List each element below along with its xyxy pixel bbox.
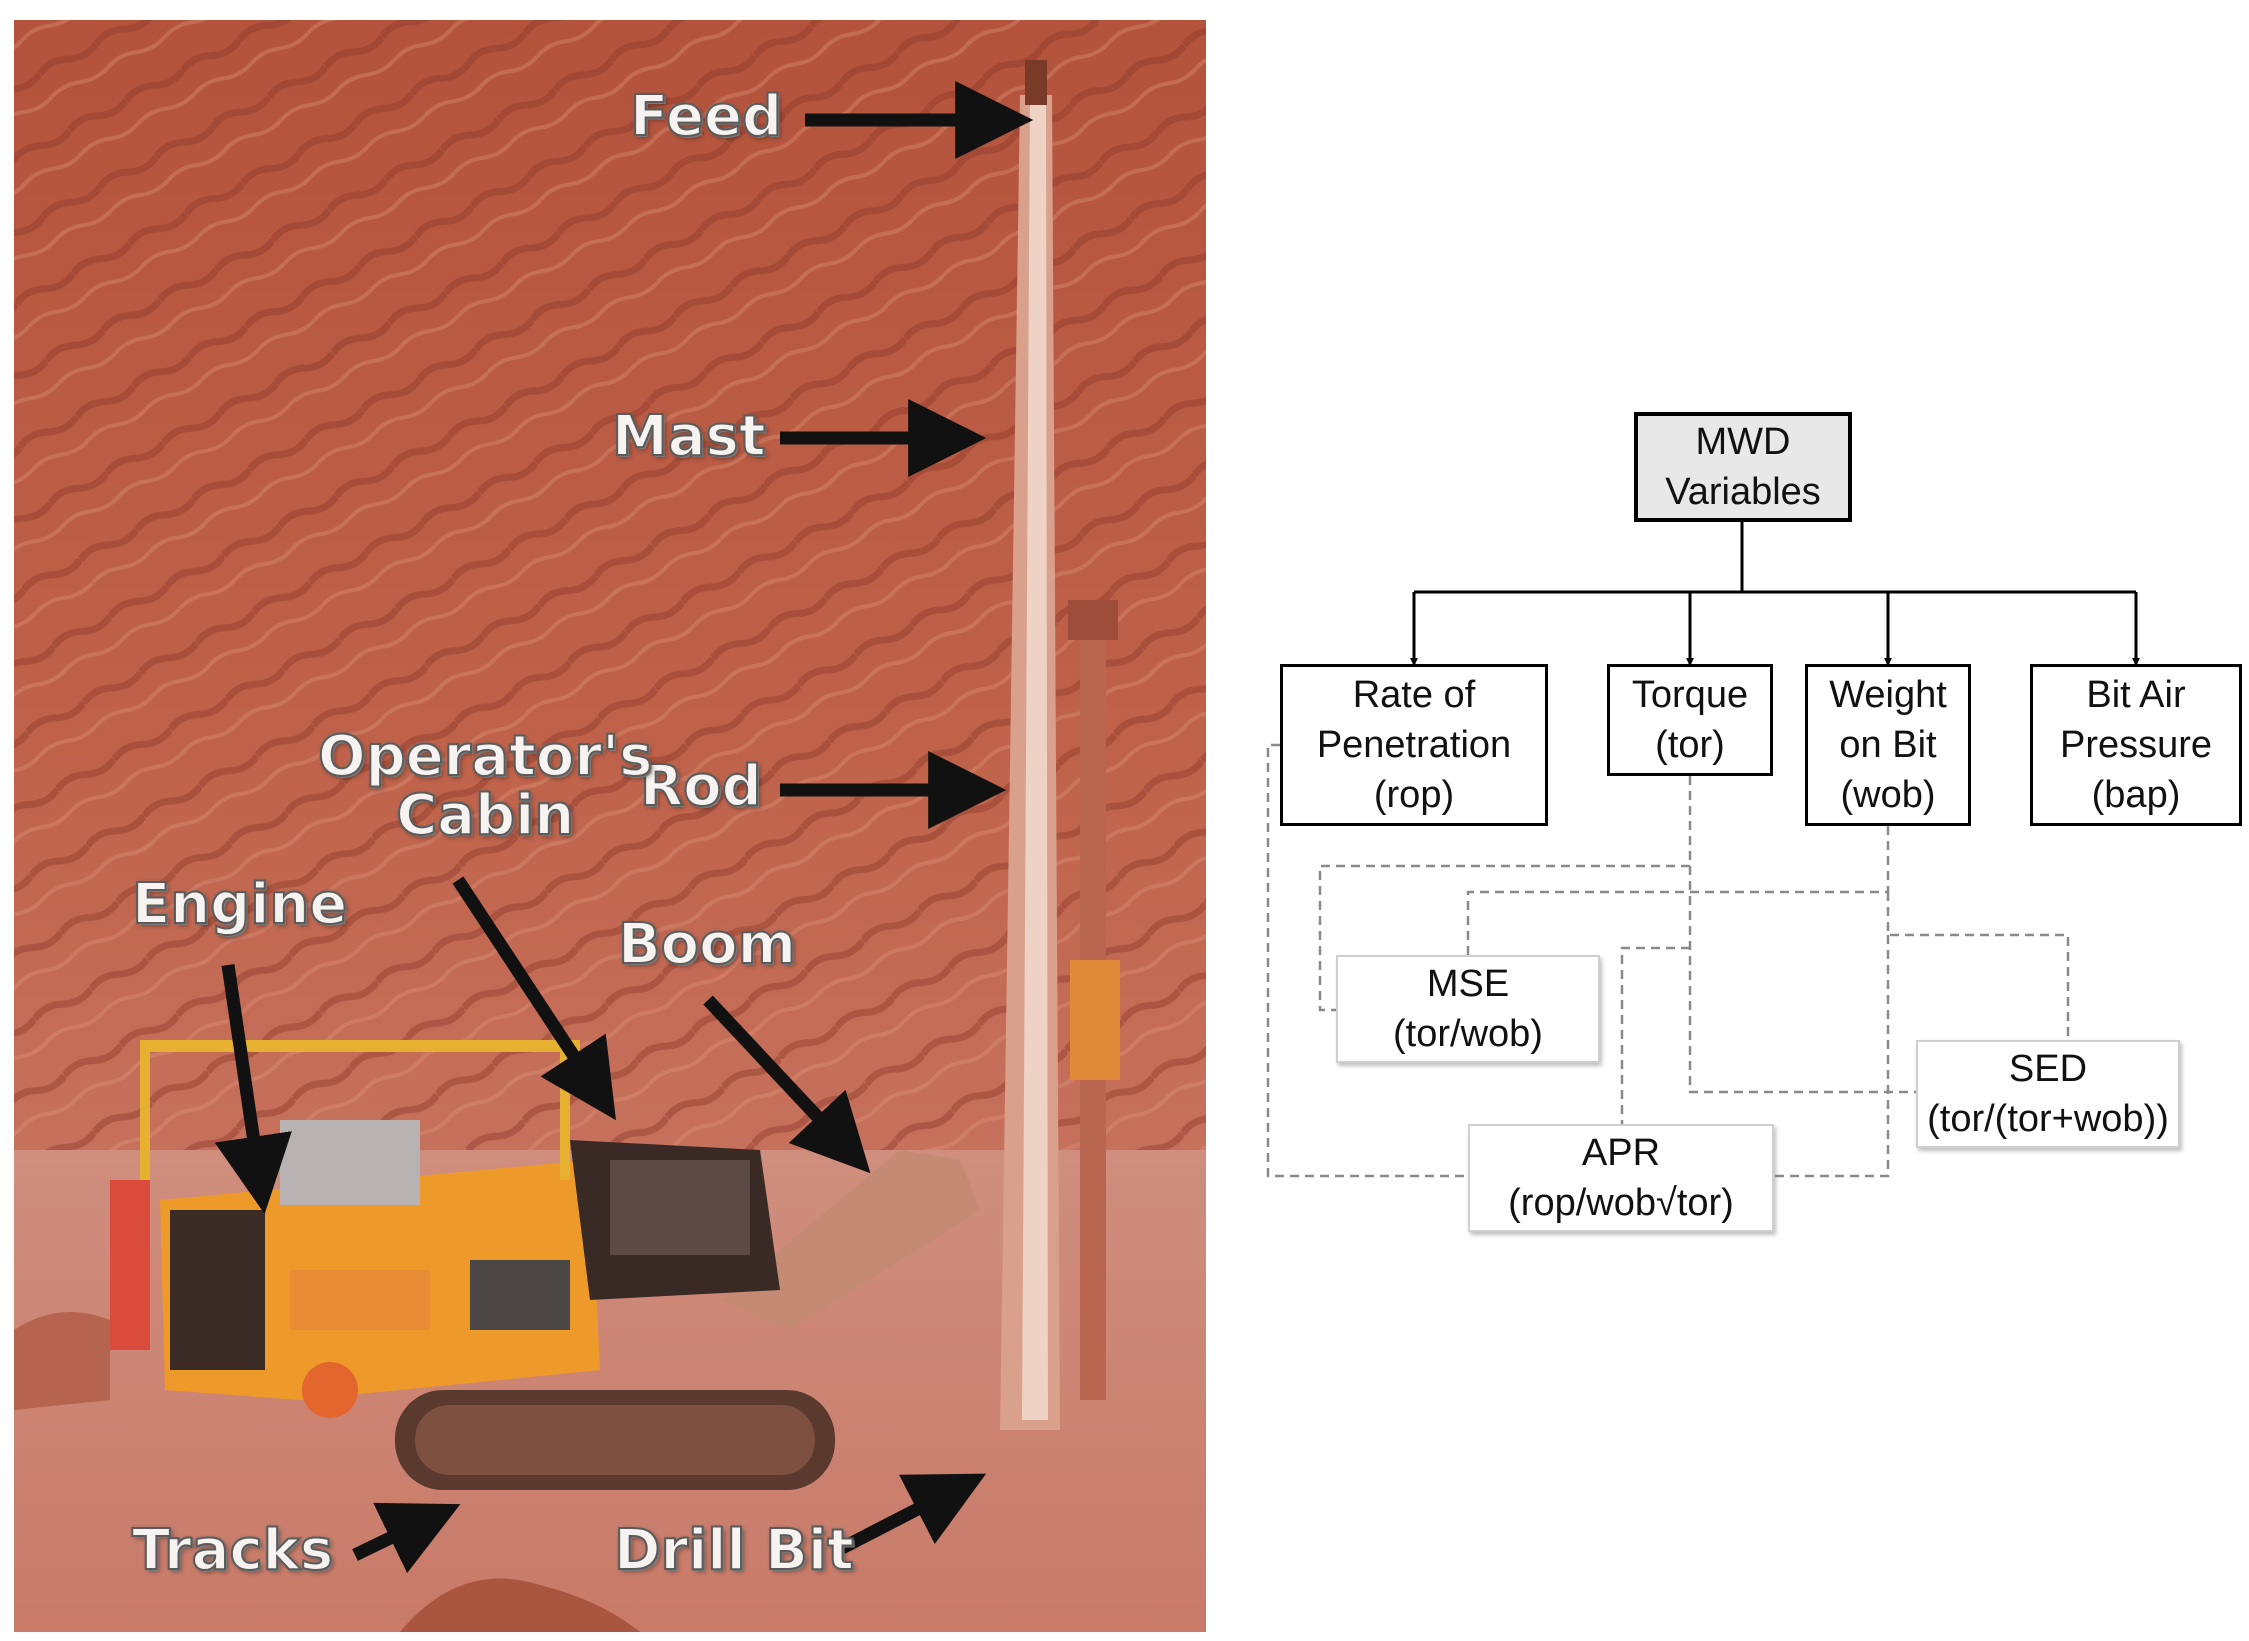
rate-of-penetration-node: Rate of Penetration (rop) [1280, 664, 1548, 826]
sed-line1: SED [2008, 1048, 2088, 1090]
torque-line1: Torque [1631, 674, 1749, 716]
rig-body [110, 1040, 780, 1418]
mwd-variables-line1: MWD [1695, 421, 1791, 463]
sed-node: SED (tor/(tor+wob)) [1916, 1040, 2180, 1148]
mast-label: Mast [611, 404, 767, 469]
bap-line1: Bit Air [2086, 674, 2186, 716]
apr-node: APR (rop/wob√tor) [1468, 1124, 1774, 1232]
operator-cabin-label: Operator's Cabin [317, 724, 653, 848]
apr-line1: APR [1581, 1132, 1661, 1174]
bit-air-pressure-node: Bit Air Pressure (bap) [2030, 664, 2242, 826]
tracks-label: Tracks [131, 1518, 334, 1583]
derivation-lines [1266, 743, 2070, 1178]
tree-lines [1410, 522, 2140, 666]
drill-rig-photo [14, 20, 1206, 1632]
operator-cabin-label-line1: Operator's [317, 724, 653, 789]
photo-arrows [214, 81, 1034, 1574]
boom-label: Boom [617, 912, 797, 977]
rock-pile [400, 1578, 640, 1632]
apr-line2: (rop/wob√tor) [1508, 1182, 1734, 1224]
sed-line2: (tor/(tor+wob)) [1927, 1098, 2169, 1140]
mwd-variables-node: MWD Variables [1634, 412, 1852, 522]
feed-label: Feed [629, 84, 783, 149]
rock-pile-2 [14, 1312, 110, 1410]
rod-label: Rod [639, 754, 763, 819]
wob-line3: (wob) [1840, 774, 1936, 816]
tracks [395, 1390, 835, 1490]
bap-line2: Pressure [2059, 724, 2213, 766]
wob-line2: on Bit [1839, 724, 1937, 766]
mse-line2: (tor/wob) [1393, 1013, 1543, 1055]
engine-label: Engine [131, 872, 348, 937]
torque-node: Torque (tor) [1607, 664, 1773, 776]
bap-line3: (bap) [2091, 774, 2181, 816]
boom [720, 1150, 980, 1330]
mse-line1: MSE [1426, 963, 1510, 1005]
wob-line1: Weight [1829, 674, 1947, 716]
rop-line1: Rate of [1352, 674, 1476, 716]
operator-cabin-label-line2: Cabin [395, 782, 575, 848]
weight-on-bit-node: Weight on Bit (wob) [1805, 664, 1971, 826]
torque-line2: (tor) [1655, 724, 1725, 766]
mast [1000, 60, 1120, 1430]
mwd-variables-line2: Variables [1665, 471, 1821, 513]
drill-bit-label: Drill Bit [613, 1518, 855, 1583]
mse-node: MSE (tor/wob) [1336, 955, 1600, 1063]
rop-line2: Penetration [1316, 724, 1512, 766]
rop-line3: (rop) [1373, 774, 1455, 816]
